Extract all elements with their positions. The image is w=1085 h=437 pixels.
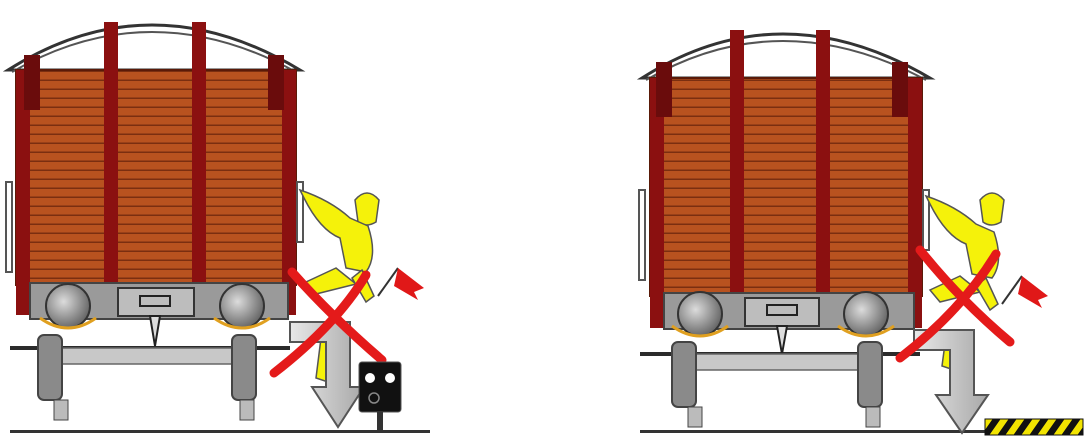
red-flag <box>378 268 424 300</box>
right-scene-illustration <box>630 0 1085 437</box>
left-scene <box>0 0 440 437</box>
down-arrow <box>914 330 988 433</box>
shunting-signal <box>359 362 401 432</box>
right-scene <box>630 0 1085 437</box>
left-scene-illustration <box>0 0 440 437</box>
red-flag <box>1002 276 1048 308</box>
wagon <box>639 30 929 427</box>
wagon <box>6 22 303 420</box>
hazard-stripe <box>985 419 1083 435</box>
ground-line <box>10 430 430 433</box>
ground-line <box>640 430 985 433</box>
